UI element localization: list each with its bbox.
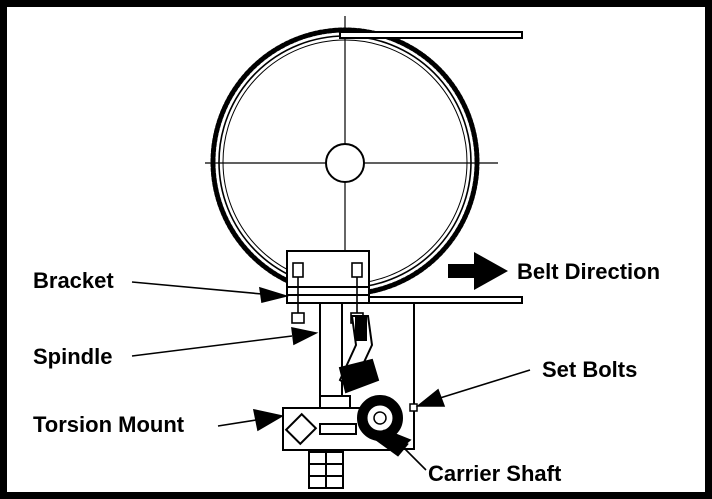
label-torsion-mount: Torsion Mount [33, 412, 185, 437]
label-bracket: Bracket [33, 268, 114, 293]
spindle [319, 303, 343, 400]
torsion-arm [338, 315, 380, 394]
bottom-fitting [308, 451, 344, 489]
roller-hub [325, 143, 365, 183]
label-carrier-shaft: Carrier Shaft [428, 461, 562, 486]
leader-lines [131, 281, 531, 471]
belt-direction-arrow [448, 252, 508, 290]
carrier-shaft [357, 395, 409, 457]
label-spindle: Spindle [33, 344, 112, 369]
set-bolt [409, 403, 418, 412]
label-set-bolts: Set Bolts [542, 357, 637, 382]
roller-centerlines [205, 16, 498, 250]
belt-strip-top [339, 31, 523, 39]
label-belt-direction: Belt Direction [517, 259, 660, 284]
